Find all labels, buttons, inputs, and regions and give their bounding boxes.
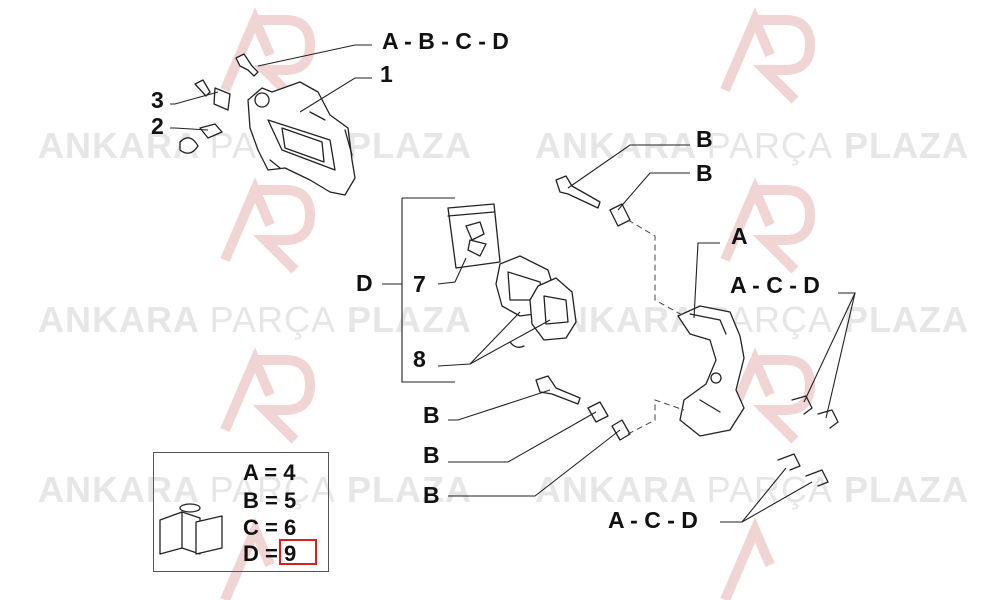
parts-pack-icon xyxy=(159,503,223,555)
ap-logo-icon xyxy=(220,177,316,274)
callout-label: 1 xyxy=(380,61,393,87)
ap-logo-icon xyxy=(720,177,816,274)
highlight-box xyxy=(279,539,317,565)
anti-rattle-clips-drawing xyxy=(777,395,839,487)
watermark-text: ANKARA PARÇA PLAZA xyxy=(535,469,970,510)
callout-label: 8 xyxy=(413,346,426,372)
quantity-legend-box xyxy=(153,452,329,572)
callout-label: 3 xyxy=(151,87,164,113)
watermark-text: ANKARA PARÇA PLAZA xyxy=(38,299,473,340)
callout-label: A - C - D xyxy=(730,272,820,298)
callout-label: D xyxy=(356,270,373,296)
callout-label: B xyxy=(696,160,713,186)
callout-label: B xyxy=(696,126,713,152)
legend-row-b: B = 5 xyxy=(243,488,297,513)
callout-label: 2 xyxy=(151,113,164,139)
legend-row-a: A = 4 xyxy=(243,460,296,485)
callout-label: A - C - D xyxy=(608,507,698,533)
guide-pin-low-drawing xyxy=(535,375,631,441)
legend-row-d: D = 9 xyxy=(243,541,297,566)
guide-pin-top-drawing xyxy=(555,175,631,227)
leader-lines xyxy=(170,44,856,523)
callout-label: A - B - C - D xyxy=(382,28,509,54)
caliper-body-drawing xyxy=(247,81,356,196)
ap-logo-icon xyxy=(220,7,316,104)
bleed-screw-drawing xyxy=(179,53,259,154)
ap-logo-icon xyxy=(720,7,816,104)
legend-row-c: C = 6 xyxy=(243,515,297,540)
caliper-bracket-drawing xyxy=(677,305,745,437)
clip-kit-bag-drawing xyxy=(447,203,501,269)
callout-label: B xyxy=(423,402,440,428)
assembly-dashed-lines xyxy=(627,219,685,435)
watermark-text: ANKARA PARÇA PLAZA xyxy=(535,125,970,166)
ap-logo-icon xyxy=(220,517,275,600)
callout-label: B xyxy=(423,482,440,508)
ap-logo-icon xyxy=(220,347,316,444)
watermark-text: ANKARA PARÇA PLAZA xyxy=(38,469,473,510)
callout-label: 7 xyxy=(413,271,426,297)
callout-label: B xyxy=(423,442,440,468)
ap-logo-icon xyxy=(720,517,775,600)
callout-label: A xyxy=(731,223,748,249)
brake-pads-drawing xyxy=(495,255,577,348)
